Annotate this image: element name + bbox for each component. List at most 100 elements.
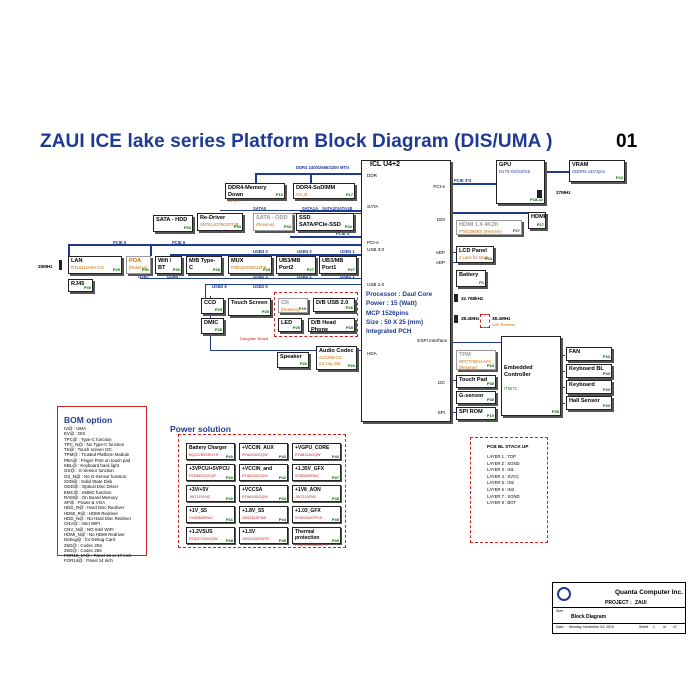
pch-port-usb2: USB 2.0 (367, 282, 385, 287)
bom-item: 25G@ : Codec 25S (64, 542, 103, 548)
power-rail-name: +VGPU_CORE (295, 445, 330, 451)
bom-item: GS_N@ : No G-Sensor function (64, 473, 127, 479)
pch-port-i2c: I2C (437, 380, 445, 385)
power-rail-name: +1V8_AON (295, 487, 321, 493)
page-number: 01 (616, 131, 638, 152)
power-rail-page: P48 (225, 538, 233, 543)
pch-port-ddr: DDR (367, 173, 377, 178)
power-rail-part: SY8286RRAC (189, 516, 214, 520)
stackup-layer: LAYER 4 : SVCC (487, 473, 520, 479)
bom-title: BOM option (64, 415, 113, 425)
bus-usb3-1-label: USB3 1 (340, 249, 355, 254)
pch-port-usb3: USB 3.0 (367, 247, 385, 252)
rtc-clock: 32.768kHz (461, 296, 484, 301)
bom-item: HDMI_R@ : HDMI Redriver (64, 510, 118, 516)
power-rail-name: +1.2VSUS (189, 529, 213, 535)
power-rail-page: P44 (278, 517, 286, 522)
bom-item: ODD@ : Optical Disc Driver (64, 484, 119, 490)
power-rail-page: P40 (225, 496, 233, 501)
power-rail-box: +3V/+5V JW7115FNC P40 (186, 485, 235, 502)
bom-item: SSD@ : Solid State Disk (64, 478, 113, 484)
title-block: Quanta Computer Inc. PROJECT : ZAUI Size… (552, 582, 686, 634)
power-rail-name: +1.03_GFX (295, 508, 321, 514)
power-rail-page: P40 (225, 454, 233, 459)
bom-item: SP@ : Power & VGA (64, 500, 106, 506)
bom-item: EMC@ : eMMC function (64, 489, 112, 495)
power-title: Power solution (170, 424, 231, 434)
bom-item: EV@ : DIS (64, 431, 86, 437)
bom-item: CNV@ : Intel WIFI (64, 521, 101, 527)
pch-espi: ESPI Interface (417, 338, 447, 343)
clk-38-crystal-icon (454, 315, 458, 323)
pch-port-pcie-r: PCI-e (433, 184, 445, 189)
pch-port-pcie: PCI-e (367, 240, 379, 245)
of-value: 47 (673, 625, 677, 629)
pch-port-ddi: DDI (437, 217, 445, 222)
power-rail-name: +3V/+5V (189, 487, 209, 493)
project-name: ZAUI (635, 600, 647, 606)
bom-item: KBL@ : Keyboard back light (64, 463, 119, 469)
bom-item: IV@ : UMA (64, 426, 87, 431)
power-rail-name: +VCCIN_and (242, 466, 273, 472)
pch-port-hda: HDA (367, 351, 377, 356)
power-rail-part: JW7115FNC (189, 495, 211, 499)
power-rail-part: BQ24780SRUYR (189, 453, 219, 457)
quanta-logo-icon (557, 587, 571, 601)
bus-usb4-label: USB4 (167, 274, 179, 279)
power-rail-name: Thermal protection (295, 529, 320, 541)
bus-usb2-1-label: USB2 1 (340, 274, 355, 279)
project-label: PROJECT : (605, 600, 632, 606)
power-rail-name: +VCCSA (242, 487, 263, 493)
bom-item: HDMI_N@ : No HDMI Redriver (64, 531, 125, 537)
stackup-layer: LAYER 1 : TOP (487, 454, 516, 459)
power-rail-part: RT8812AGQW (295, 453, 321, 457)
power-rail-page: P48 (331, 496, 339, 501)
sheet-value: 1 (653, 625, 655, 629)
power-rail-part: SY8286RRAC (295, 474, 320, 478)
bus-usb2-5-label: USB2 5 (253, 284, 268, 289)
bus-usb2-3-label: USB2 3 (253, 274, 268, 279)
bus-usb3-2-label: USB3 2 (297, 249, 312, 254)
pch-title: ICL U4+2 (370, 161, 401, 168)
stackup-layer: LAYER 6 : IN3 (487, 486, 514, 492)
power-rail-page: P42 (278, 475, 286, 480)
poa: POA(Reserve)P31 (126, 256, 151, 274)
stackup-layer: LAYER 5 : IN2 (487, 480, 514, 486)
bus-usb2-2-label: USB2 2 (297, 274, 312, 279)
bom-item: TPC_N@ : No Type-C function (64, 441, 125, 447)
bom-item: GS@ : G-Sensor function (64, 468, 114, 474)
power-rail-part: RT6610DGQW (242, 495, 268, 499)
power-rail-page: P49 (331, 538, 339, 543)
power-rail-page: P40 (225, 475, 233, 480)
clock-38mhz-b: 38.4MHz (492, 316, 511, 321)
bom-item: 25G@ : Codec 256 (64, 547, 102, 553)
